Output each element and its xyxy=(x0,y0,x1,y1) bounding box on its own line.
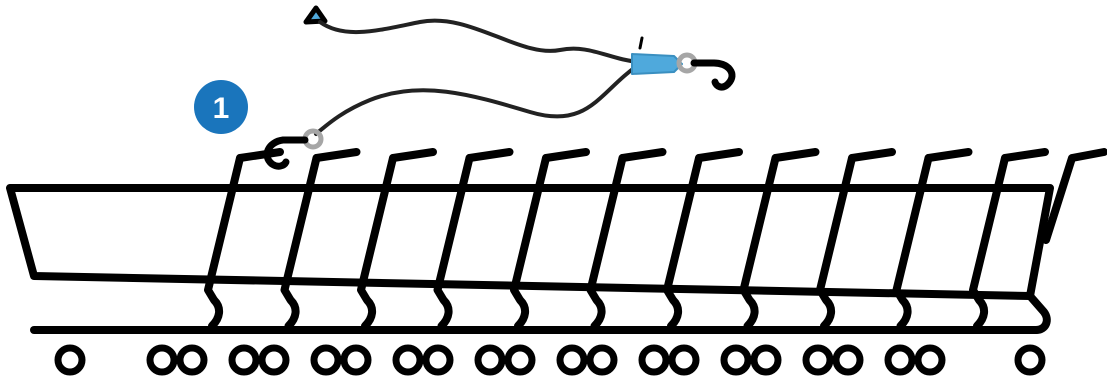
strap-lower-cord xyxy=(314,62,642,136)
cart-post xyxy=(586,154,627,330)
cart-handle xyxy=(924,148,973,162)
wheel-icon xyxy=(586,344,618,376)
wheel-icon xyxy=(474,344,506,376)
wheel-icon xyxy=(914,344,946,376)
wheel-icon xyxy=(750,344,782,376)
wheel-icon xyxy=(228,344,260,376)
cart-handle xyxy=(1042,148,1107,244)
step-badge-circle xyxy=(194,80,248,134)
shopping-cart-icon xyxy=(892,148,973,330)
cart-post xyxy=(280,154,321,330)
wheel-icon xyxy=(556,344,588,376)
cart-handle xyxy=(312,148,361,162)
wheel-icon xyxy=(340,344,372,376)
cart-handle xyxy=(848,148,896,162)
cart-post xyxy=(204,154,244,330)
strap-connector-icon xyxy=(631,53,683,75)
cart-post xyxy=(739,154,780,330)
wheel-icon xyxy=(422,344,454,376)
hook-icon xyxy=(263,136,309,170)
wheel-icon xyxy=(884,344,916,376)
cart-post xyxy=(816,154,856,330)
step-badge: 1 xyxy=(194,80,248,134)
shopping-cart-icon xyxy=(969,148,1049,330)
wheel-icon xyxy=(832,344,864,376)
wheel-icon xyxy=(258,344,290,376)
strap-upper-cord xyxy=(318,18,642,64)
shopping-cart-icon xyxy=(280,148,361,330)
cart-handle xyxy=(236,148,284,162)
shopping-cart-icon xyxy=(663,148,743,330)
cart-post xyxy=(969,154,1009,330)
wheel-icon xyxy=(1014,344,1046,376)
shopping-cart-icon xyxy=(357,148,437,330)
cart-handle xyxy=(618,148,667,162)
cart-handle xyxy=(389,148,437,162)
strap-handle-icon xyxy=(303,5,328,25)
cart-post xyxy=(892,154,933,330)
wheel-icon xyxy=(310,344,342,376)
wheel-row xyxy=(54,344,1046,376)
cart-post xyxy=(433,154,474,330)
shopping-cart-icon xyxy=(6,184,1054,300)
hook-icon xyxy=(690,59,736,91)
cart-handle xyxy=(695,148,743,162)
wheel-icon xyxy=(668,344,700,376)
cart-handle xyxy=(465,148,514,162)
wheel-icon xyxy=(720,344,752,376)
wheel-icon xyxy=(802,344,834,376)
shopping-cart-icon xyxy=(510,148,590,330)
shopping-cart-icon xyxy=(739,148,820,330)
cart-row xyxy=(6,184,1054,334)
shopping-cart-icon xyxy=(816,148,896,330)
shopping-cart-icon xyxy=(586,148,667,330)
cart-handle xyxy=(542,148,590,162)
wheel-icon xyxy=(176,344,208,376)
cart-post xyxy=(663,154,703,330)
shopping-cart-icon xyxy=(433,148,514,330)
shopping-cart-icon xyxy=(204,148,284,330)
wheel-icon xyxy=(392,344,424,376)
step-badge-number: 1 xyxy=(213,92,230,125)
wheel-icon xyxy=(638,344,670,376)
cart-strap-icon xyxy=(263,5,736,170)
wheel-icon xyxy=(54,344,86,376)
cart-post xyxy=(510,154,550,330)
cart-handle xyxy=(1001,148,1049,162)
wheel-icon xyxy=(146,344,178,376)
cart-frames xyxy=(204,148,1107,330)
cart-post xyxy=(357,154,397,330)
wheel-icon xyxy=(504,344,536,376)
cart-handle xyxy=(771,148,820,162)
